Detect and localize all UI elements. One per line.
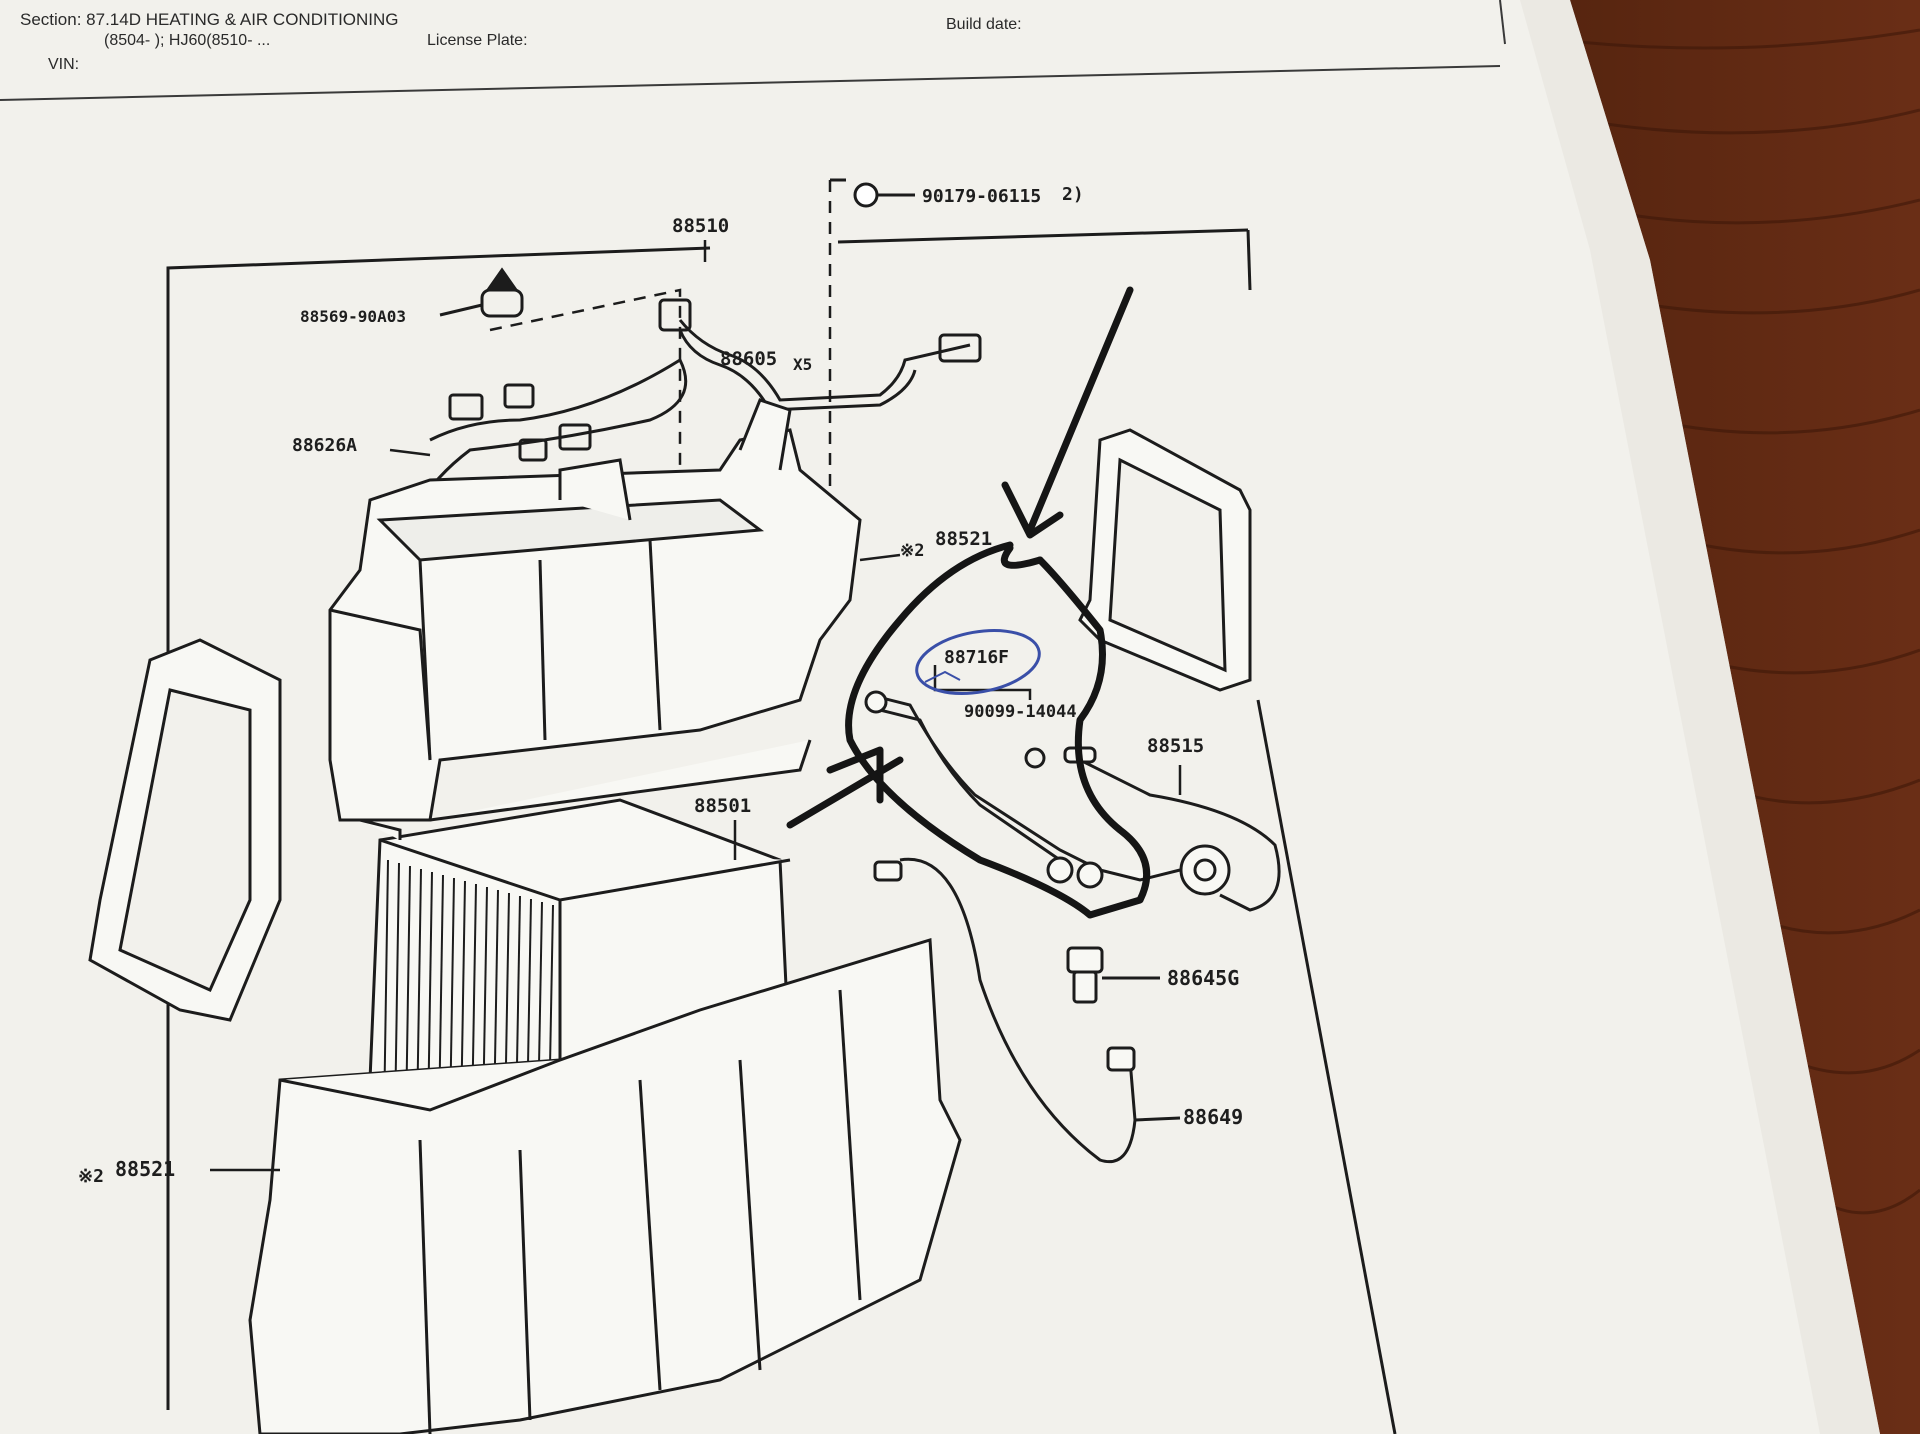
part-label-88626: 88626A [292,435,357,456]
part-label-88569: 88569-90A03 [300,307,406,326]
applicability-line: (8504- ); HJ60(8510- ... [104,32,271,49]
blue-pen-circle [915,629,1041,695]
vin-label: VIN: [48,56,80,73]
lower-heater-case-88521 [248,938,962,1434]
part-label-88521-upper: 88521 [935,528,992,550]
bolt-90179-icon [853,182,915,208]
header-divider [0,65,1501,101]
part-label-88716: 88716F [944,647,1009,668]
part-mark-88521-upper: ※2 [900,541,924,561]
part-label-88521-lower: 88521 [115,1157,175,1181]
left-seal-frame [88,638,282,1022]
right-seal-frame [1078,428,1252,692]
license-plate-label: License Plate: [427,32,528,49]
part-label-88510: 88510 [672,215,729,237]
part-label-90099: 90099-14044 [964,702,1077,722]
upper-heater-case-88521 [328,398,862,822]
part-label-88649: 88649 [1183,1105,1243,1129]
part-label-88515: 88515 [1147,735,1204,757]
pressure-switch-88645G [1066,946,1160,1004]
diagram-frame [166,228,1397,1434]
part-label-88501: 88501 [694,795,751,817]
part-mark-88521-lower: ※2 [78,1166,104,1187]
part-qty-90179: 2) [1062,184,1084,205]
part-label-88645: 88645G [1167,966,1239,990]
expansion-valve-88515 [1063,746,1281,912]
thermistor-88649 [873,857,1181,1163]
build-date-label: Build date: [946,16,1022,33]
dashed-leader [489,180,832,490]
section-value: 87.14D HEATING & AIR CONDITIONING [86,10,399,29]
part-label-88605: 88605 [720,348,777,370]
part-label-90179: 90179-06115 [922,186,1041,207]
marker-annotations [786,286,1151,919]
part-note-88605: X5 [793,355,812,374]
clip-88569-icon [439,267,524,318]
wire-harness-88605 [403,298,982,540]
section-line: Section: 87.14D HEATING & AIR CONDITIONI… [20,10,399,30]
header-box-edge [1499,0,1506,45]
suction-pipe [864,690,1104,889]
section-label: Section: [20,10,82,29]
